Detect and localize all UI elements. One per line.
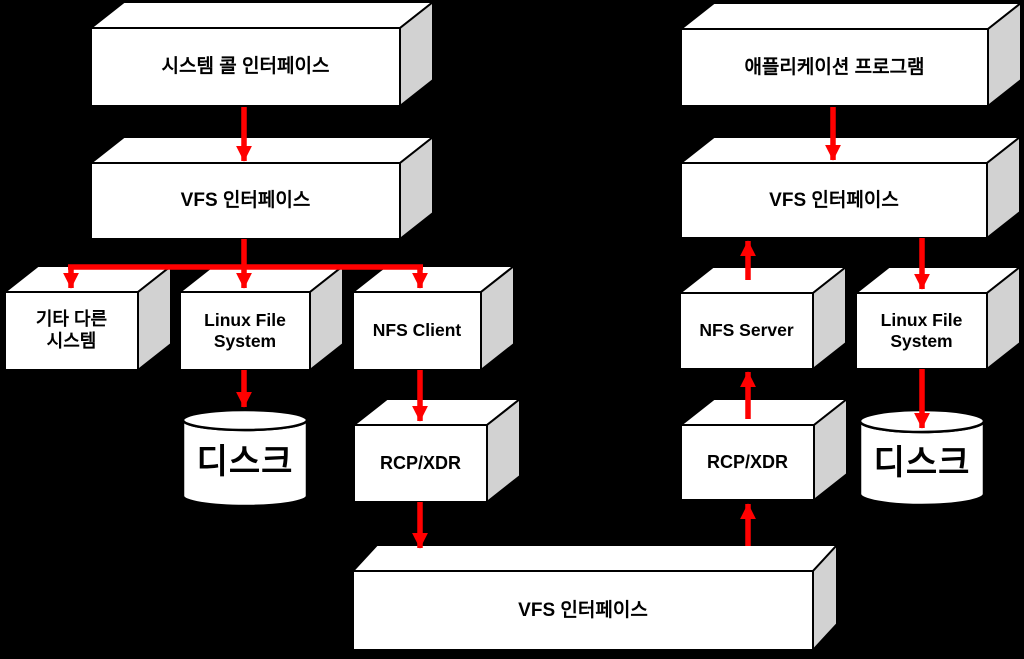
vfs-interface-server-box (680, 136, 1021, 239)
system-call-interface-box (90, 1, 434, 107)
nfs-client-box (352, 265, 515, 371)
application-program-box (680, 2, 1022, 107)
linux-file-system-client-box (179, 265, 344, 371)
disk-client-cylinder (181, 408, 309, 508)
other-file-system-box (4, 265, 172, 371)
linux-file-system-server-box (855, 266, 1021, 370)
arrows (63, 107, 930, 549)
vfs-interface-network-box (352, 544, 838, 651)
rcp-xdr-client-box (353, 398, 521, 503)
rcp-xdr-server-box (680, 398, 848, 501)
vfs-interface-client-box (90, 136, 434, 240)
nfs-server-box (679, 266, 847, 370)
